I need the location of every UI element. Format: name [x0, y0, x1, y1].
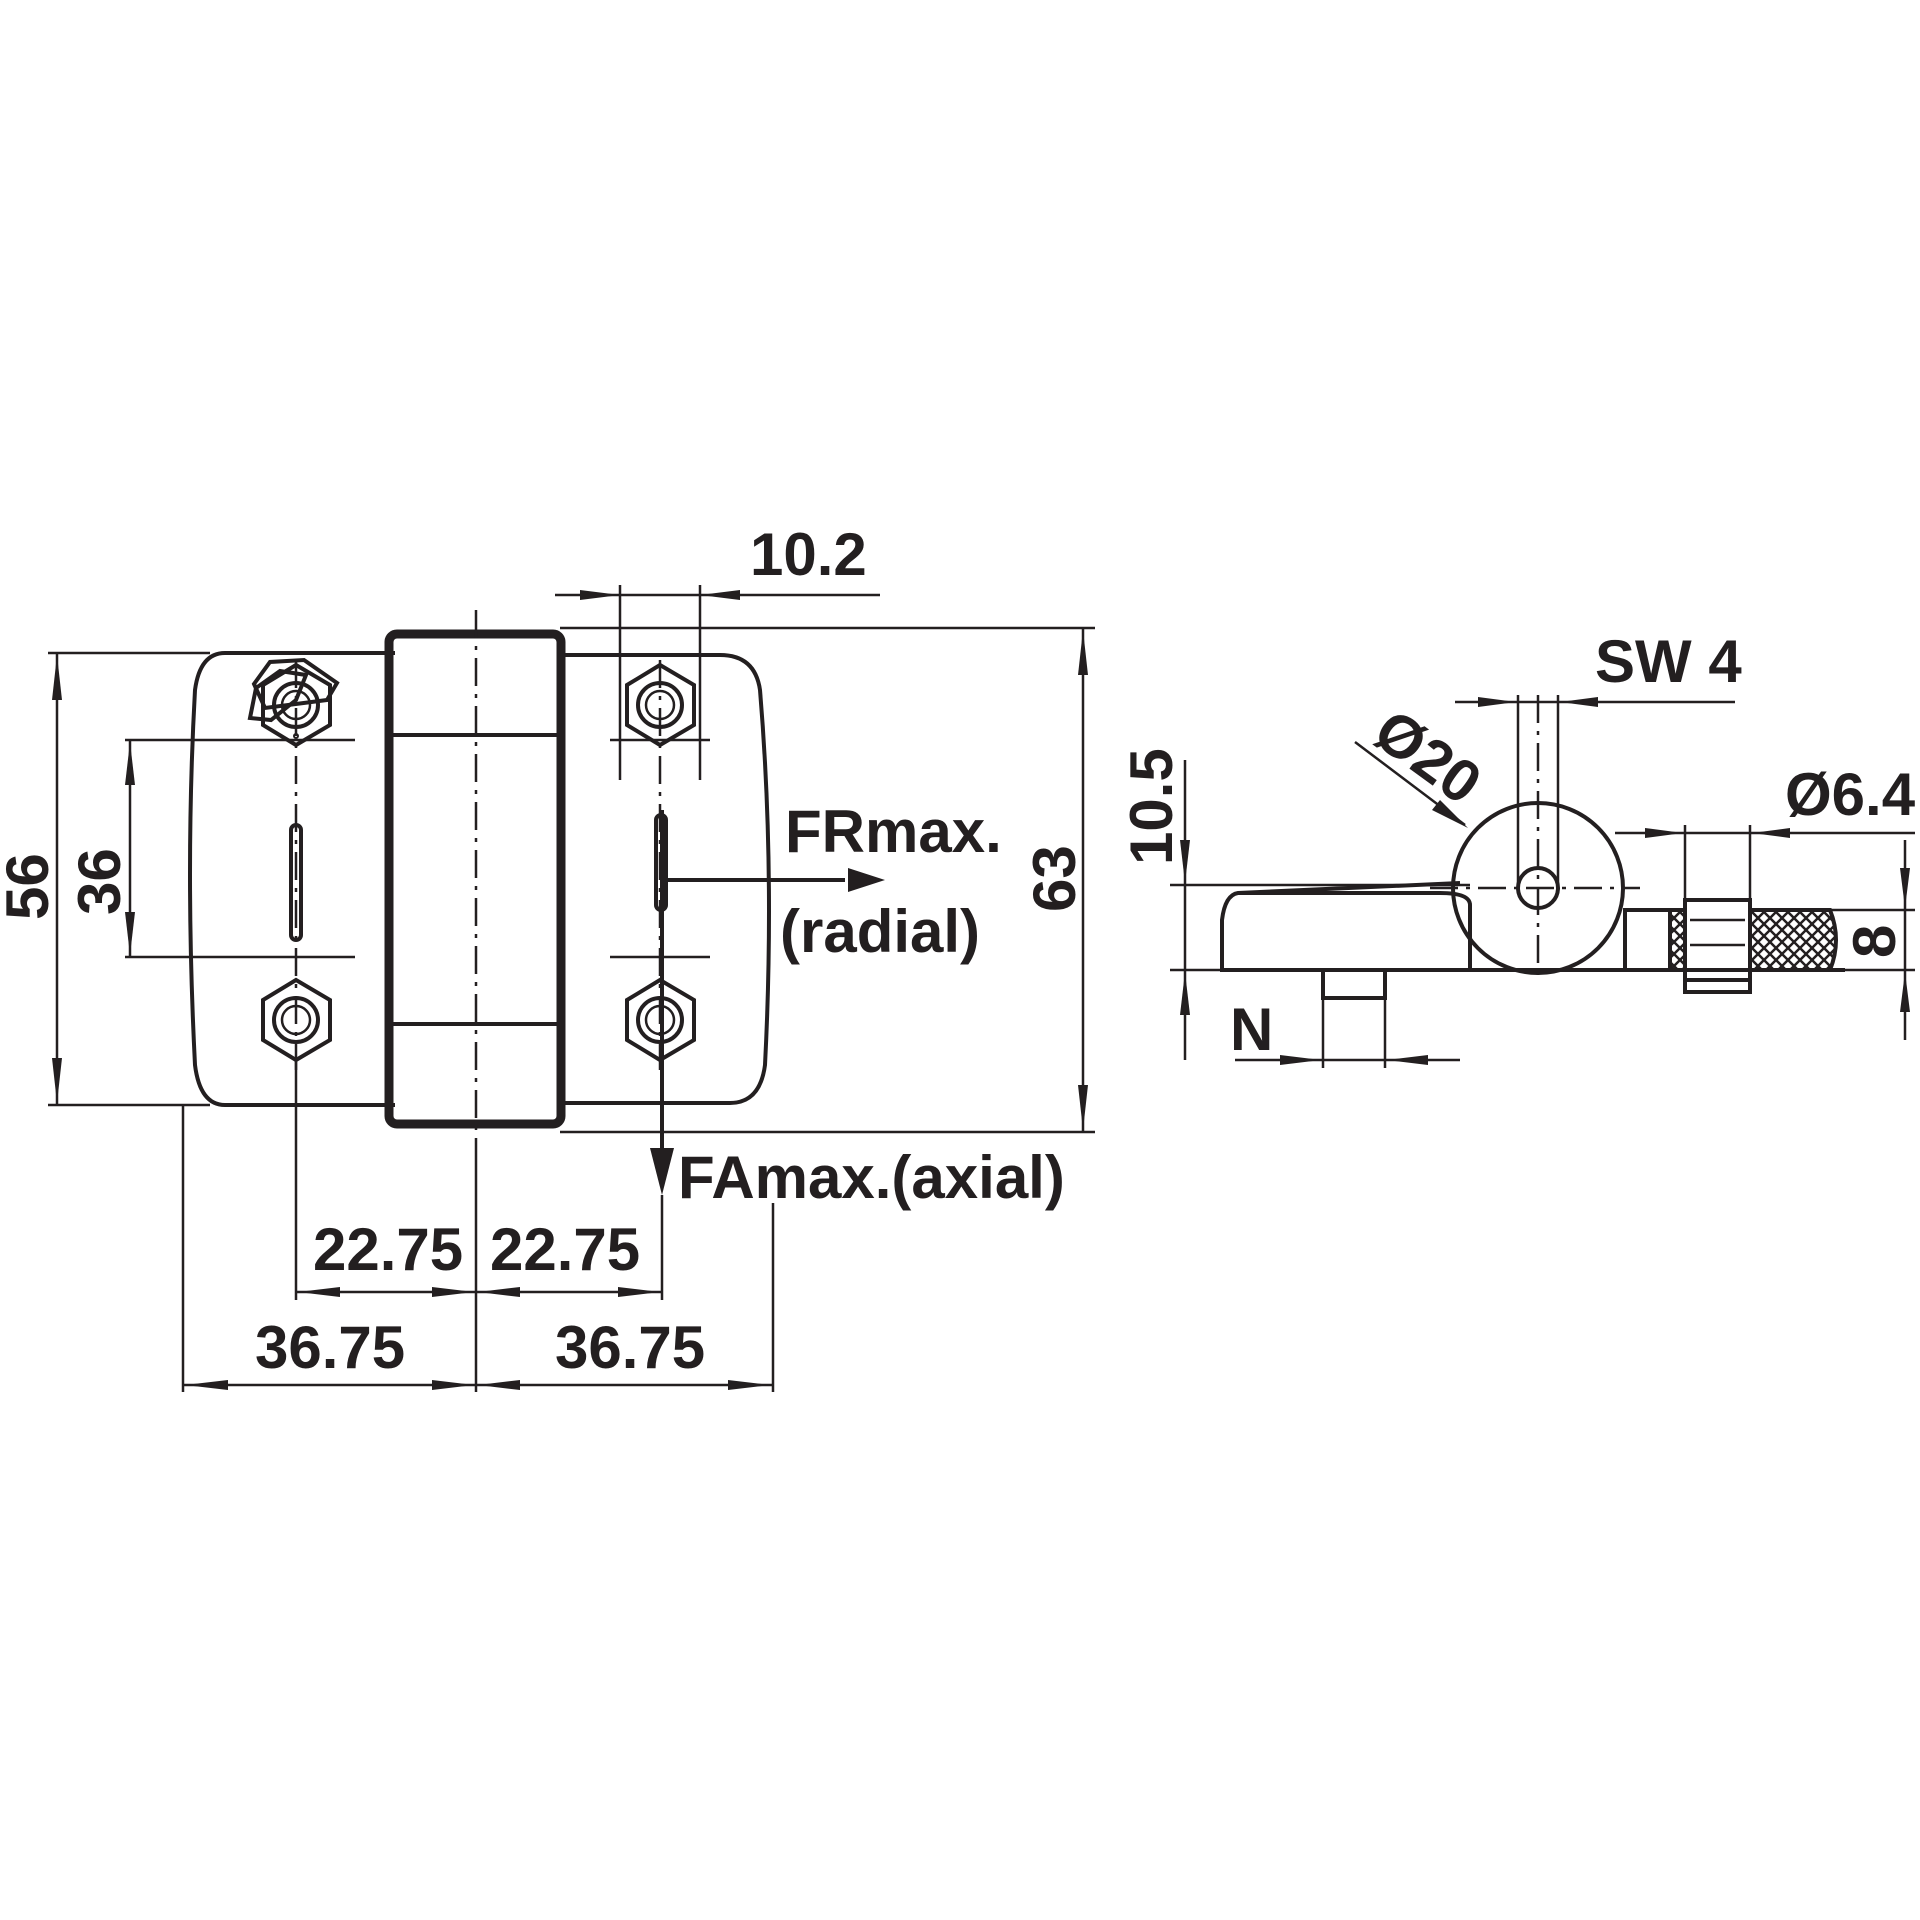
radial-force-label-1: FRmax.	[785, 798, 1002, 865]
dim-10-5-label: 10.5	[1118, 748, 1185, 865]
dim-63-label: 63	[1021, 845, 1088, 912]
dim-22-75-left-label: 22.75	[313, 1216, 463, 1283]
dim-36-label: 36	[66, 848, 133, 915]
dimension-36-75: 36.75 36.75	[181, 1105, 775, 1392]
side-leaf-body	[1220, 891, 1472, 972]
dim-10-2-label: 10.2	[750, 521, 867, 588]
dim-dia-20-label: Ø20	[1362, 696, 1493, 817]
dimension-10-2: 10.2	[555, 521, 880, 780]
side-screw-stub	[1321, 968, 1387, 1000]
radial-force-arrowhead	[848, 868, 885, 892]
radial-force-label-2: (radial)	[780, 898, 980, 965]
dimension-36: 36	[66, 740, 135, 957]
side-view: 10.5 N SW 4 Ø20	[1118, 628, 1916, 1068]
dimension-63: 63	[560, 626, 1095, 1134]
axial-force-label: FAmax.(axial)	[678, 1144, 1065, 1211]
dimension-dia-20: Ø20	[1354, 696, 1494, 828]
dimension-22-75: 22.75 22.75	[294, 1060, 664, 1392]
dim-8-label: 8	[1841, 925, 1908, 958]
dim-36-75-left-label: 36.75	[255, 1314, 405, 1381]
right-leaf-outline	[560, 653, 771, 1105]
side-washer	[1683, 898, 1752, 982]
dimension-dia-6-4: Ø6.4	[1615, 761, 1916, 900]
dimension-10-5: 10.5	[1118, 748, 1470, 1060]
axial-force-arrowhead	[650, 1148, 674, 1195]
front-view: 10.2 63 56 36	[0, 521, 1095, 1392]
dim-36-75-right-label: 36.75	[555, 1314, 705, 1381]
dim-sw4-label: SW 4	[1595, 628, 1742, 695]
side-right-leaf	[1623, 908, 1672, 972]
dim-n-label: N	[1230, 996, 1273, 1063]
dim-22-75-right-label: 22.75	[490, 1216, 640, 1283]
left-leaf-outline	[188, 651, 395, 1107]
dim-dia-6-4-label: Ø6.4	[1785, 761, 1916, 828]
dimension-sw4: SW 4	[1455, 628, 1742, 888]
dim-56-label: 56	[0, 853, 61, 920]
dimension-8: 8	[1760, 840, 1915, 1040]
slot-left	[289, 823, 303, 942]
dimension-n: N	[1230, 996, 1460, 1068]
